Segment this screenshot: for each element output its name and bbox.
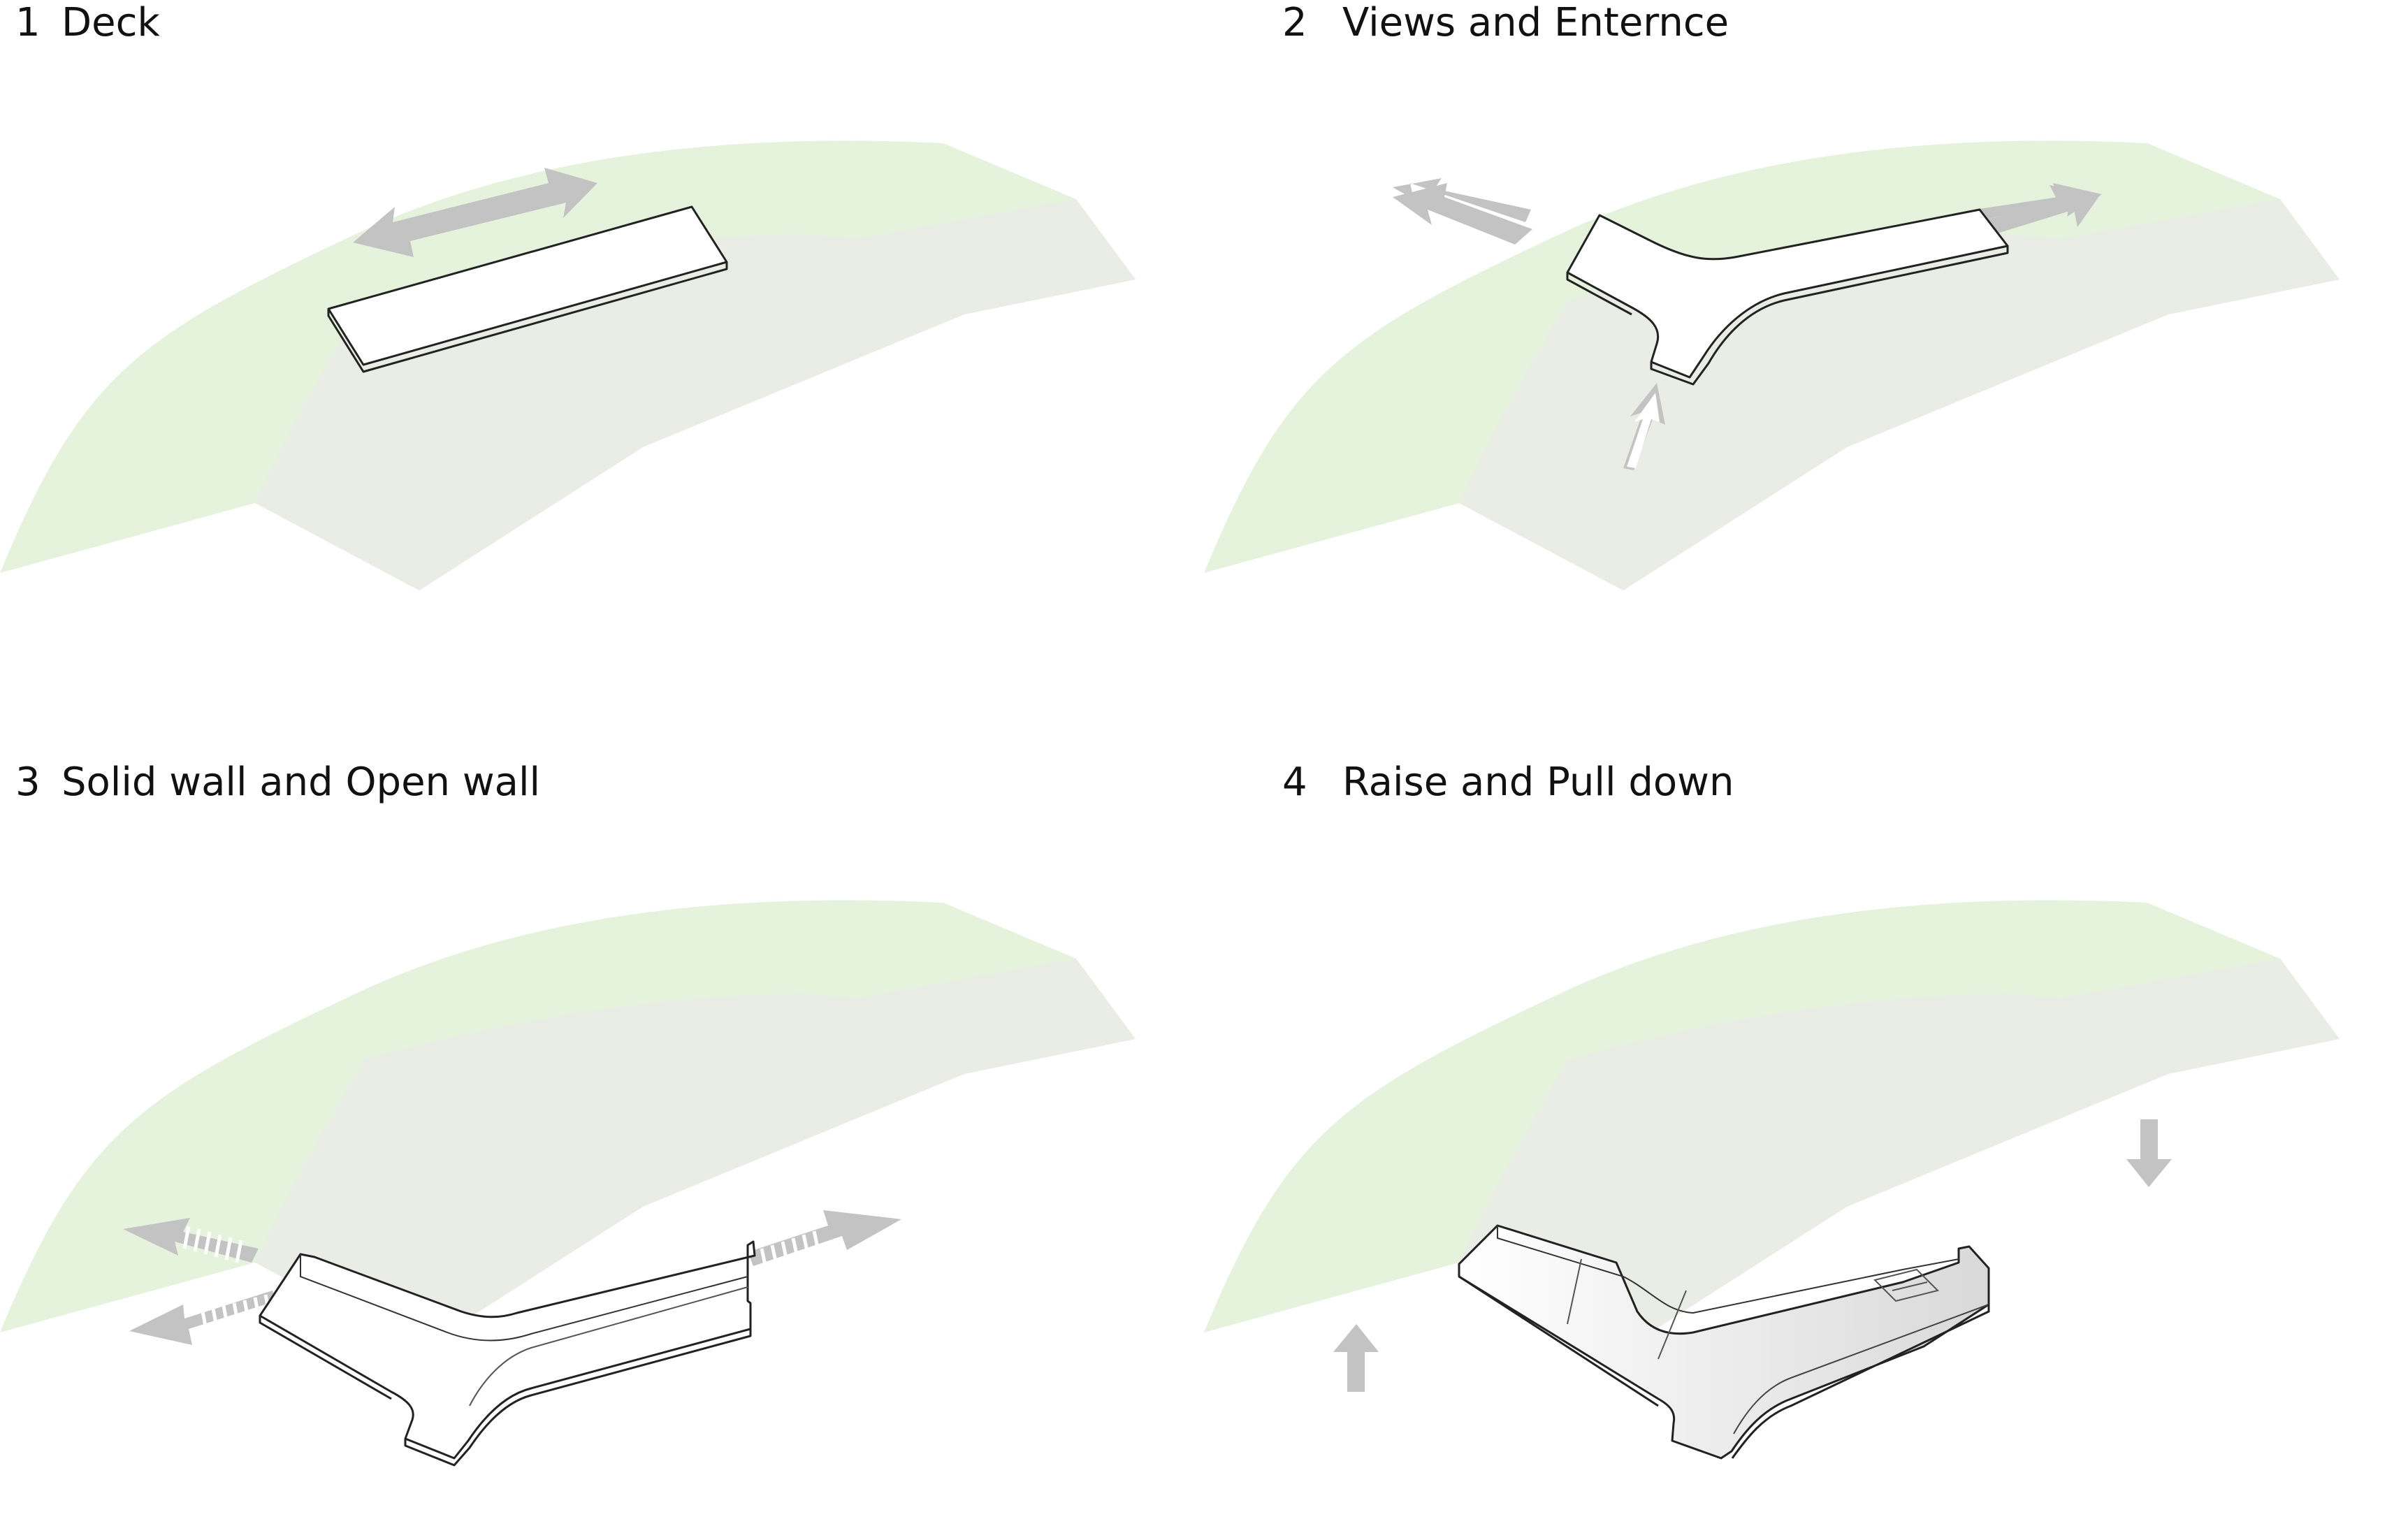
- panel-caption: 4 Raise and Pull down: [1282, 761, 1734, 804]
- raised-walled-deck: [1458, 1224, 1990, 1460]
- deck-slab: [327, 205, 728, 373]
- raise-pull-diagram: [1204, 900, 2340, 1460]
- entrance-arrow-icon: [1623, 383, 1665, 470]
- walled-deck: [259, 1240, 756, 1467]
- y-deck-slab: [1566, 208, 2009, 386]
- raise-arrow-icon: [1333, 1324, 1379, 1392]
- walls-diagram: [0, 900, 1136, 1467]
- deck-diagram: [0, 140, 1136, 590]
- panel-number: 2: [1282, 0, 1307, 45]
- panel-caption: 3 Solid wall and Open wall: [15, 761, 540, 804]
- panel-raise-pull-down: 4 Raise and Pull down: [1204, 760, 2408, 1519]
- pull-down-arrow-icon: [2126, 1119, 2172, 1187]
- panel-title: Raise and Pull down: [1342, 760, 1734, 805]
- panel-number: 4: [1282, 760, 1307, 805]
- views-entrance-diagram: [1204, 140, 2340, 590]
- panel-deck: 1 Deck: [0, 0, 1204, 760]
- open-wall-arrow-left-icon: [123, 1218, 259, 1263]
- terrain: [1204, 900, 2340, 1350]
- panel-number: 1: [15, 0, 41, 45]
- open-wall-arrow-right-icon: [748, 1210, 901, 1269]
- view-arrow-left-icon: [1393, 178, 1532, 245]
- panel-number: 3: [15, 760, 41, 805]
- view-arrow-right-icon: [1966, 183, 2102, 241]
- panel-caption: 2 Views and Enternce: [1282, 1, 1729, 45]
- terrain: [0, 900, 1136, 1350]
- open-wall-arrow-lower-left-icon: [129, 1291, 276, 1345]
- panel-title: Solid wall and Open wall: [61, 760, 541, 805]
- panel-solid-open-wall: 3 Solid wall and Open wall: [0, 760, 1204, 1519]
- panel-title: Deck: [61, 0, 160, 45]
- terrain: [1204, 140, 2340, 590]
- panel-caption: 1 Deck: [15, 1, 160, 45]
- panel-title: Views and Enternce: [1342, 0, 1729, 45]
- panel-views-and-entrance: 2 Views and Enternce: [1204, 0, 2408, 760]
- double-arrow-icon: [353, 168, 597, 257]
